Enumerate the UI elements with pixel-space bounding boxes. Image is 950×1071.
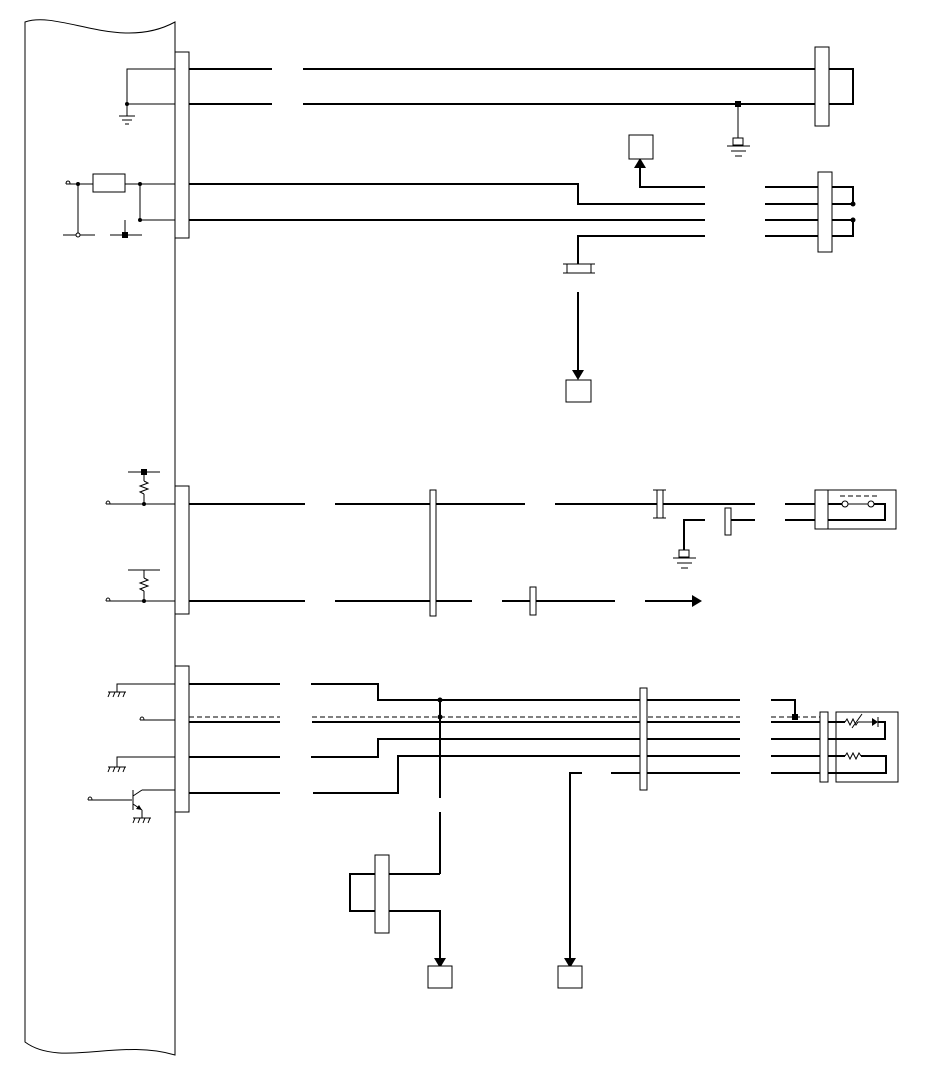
wire-pair-top — [189, 68, 815, 105]
inline-connector-4 — [639, 687, 648, 791]
sensor-component — [771, 699, 899, 783]
loop-connector-4 — [349, 812, 446, 968]
resistor-input-circuit — [63, 173, 175, 238]
component-box-4b — [557, 965, 583, 989]
inline-connector-3b — [529, 586, 537, 616]
control-unit-connector-2 — [174, 485, 190, 615]
component-box-1 — [628, 134, 654, 160]
ground-splice-1 — [727, 101, 750, 157]
shield-input — [139, 716, 175, 721]
wire-group-3 — [189, 503, 755, 607]
ground-terminal-1 — [107, 683, 175, 698]
inline-connector-2 — [563, 263, 595, 274]
pullup-input-2 — [105, 569, 175, 603]
wire-down-to-box-4b — [564, 772, 582, 968]
inline-connector-3d — [724, 507, 732, 536]
ground-terminal-2 — [107, 756, 175, 773]
wire-group-4 — [189, 683, 740, 798]
wire-down-to-box-2 — [572, 292, 584, 380]
inline-connector-3a — [429, 489, 437, 617]
resistor-box — [92, 173, 126, 193]
loop-connector-2 — [765, 171, 856, 253]
control-unit-connector-1 — [174, 51, 190, 239]
ground-splice-3 — [673, 519, 705, 569]
inline-connector-3c — [653, 489, 666, 519]
loop-connector-top — [814, 46, 854, 127]
component-box-4a — [427, 965, 453, 989]
transistor-driver — [87, 789, 175, 824]
control-unit-connector-3 — [174, 665, 190, 813]
wire-bundle-2 — [189, 158, 705, 264]
switch-component — [785, 489, 897, 530]
ground-wire-1 — [119, 68, 175, 125]
component-box-2 — [565, 379, 592, 403]
pullup-input-1 — [105, 469, 175, 506]
